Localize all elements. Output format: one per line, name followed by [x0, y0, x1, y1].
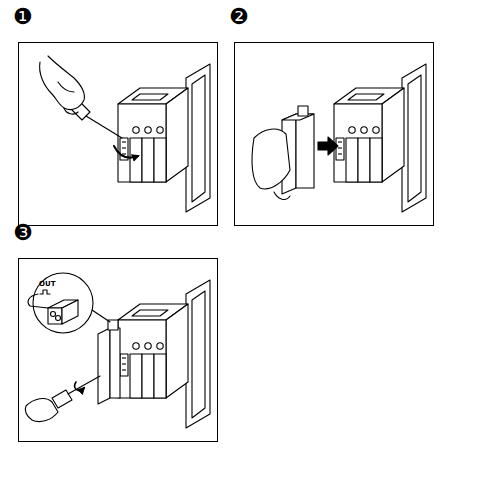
step2-art: [252, 106, 338, 199]
finger: [64, 108, 78, 114]
inset-terminal-side: [62, 300, 78, 324]
insert-arrow: [318, 137, 338, 155]
step-number: ❶: [13, 5, 33, 29]
inset-circle: [33, 273, 93, 333]
rotate-arrow: [114, 146, 138, 158]
signal-name: OUT: [39, 280, 55, 288]
module-terminal: [298, 106, 308, 116]
meter: [118, 64, 210, 212]
step-number: ❸: [13, 221, 33, 245]
leader-line: [92, 310, 110, 322]
finger: [58, 82, 74, 92]
screwdriver-shaft: [68, 376, 100, 394]
pulse-symbol: [40, 290, 50, 294]
module-side: [98, 328, 110, 404]
hand: [40, 56, 85, 110]
step3-art: [25, 273, 210, 428]
rotate-arrow: [75, 382, 84, 390]
finger: [274, 192, 290, 199]
hand: [252, 129, 290, 189]
inset-screw: [56, 316, 61, 321]
inset-screw: [51, 312, 56, 317]
inset-terminal: [48, 308, 62, 324]
screwdriver-handle: [52, 390, 72, 408]
screwdriver-shaft: [86, 116, 122, 138]
step3-art: [25, 273, 120, 422]
inset-wire: [28, 294, 48, 308]
step-panel: ❶: [18, 42, 218, 226]
step1-art: [40, 56, 210, 212]
meter: [118, 280, 210, 428]
step-number: ❷: [229, 5, 249, 29]
module-front: [296, 114, 314, 188]
hand: [25, 399, 58, 422]
step2-art: [252, 64, 426, 212]
module-front: [110, 328, 120, 398]
meter: [334, 64, 426, 212]
step1-art: [40, 56, 138, 158]
step-panel: ❷: [234, 42, 434, 226]
